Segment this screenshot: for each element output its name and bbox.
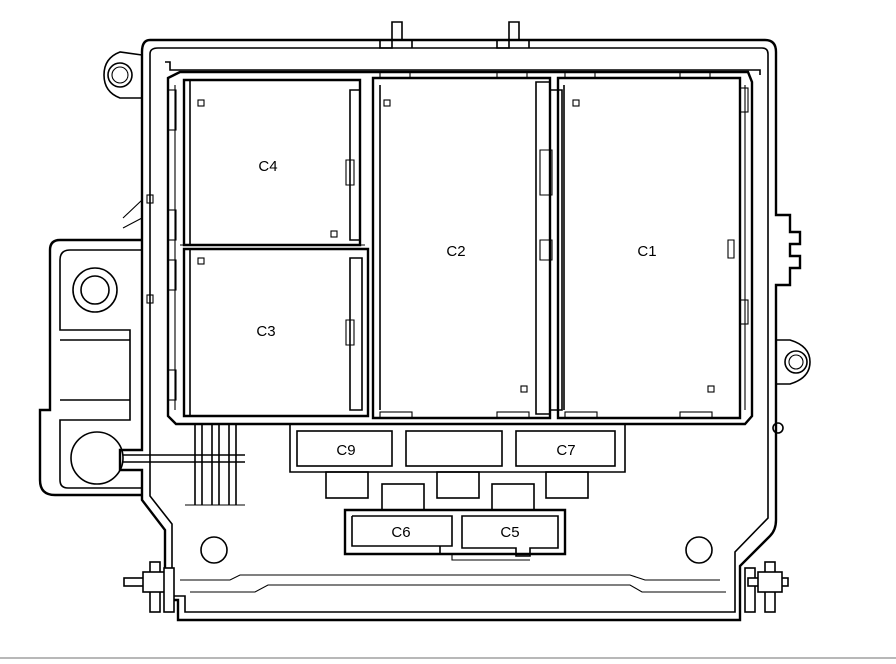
label-c1: C1 bbox=[637, 243, 656, 260]
connector-c3-block bbox=[182, 247, 370, 418]
label-c7: C7 bbox=[556, 442, 575, 459]
mounting-hole-bottom-left bbox=[200, 536, 228, 564]
left-side-bracket bbox=[38, 199, 245, 497]
label-c6: C6 bbox=[391, 524, 410, 541]
inner-tray bbox=[166, 70, 754, 426]
mounting-ear-top-left bbox=[103, 51, 143, 99]
label-c2: C2 bbox=[446, 243, 465, 260]
lower-connector-bank bbox=[289, 424, 626, 511]
small-hole-right bbox=[772, 422, 784, 434]
bolt-bottom-left bbox=[123, 561, 175, 613]
bottom-rule bbox=[0, 657, 896, 659]
label-c5: C5 bbox=[500, 524, 519, 541]
bolt-bottom-right bbox=[744, 561, 789, 613]
wire-tabs bbox=[185, 424, 245, 506]
connector-c2-block bbox=[371, 76, 553, 420]
connector-c4-block bbox=[180, 78, 365, 247]
label-c3: C3 bbox=[256, 323, 275, 340]
connector-c1-block bbox=[550, 76, 742, 420]
tray-edge-details bbox=[167, 71, 749, 401]
frame-clip bbox=[146, 194, 154, 204]
mounting-hole-bottom-right bbox=[685, 536, 713, 564]
top-tabs bbox=[379, 21, 530, 49]
frame-clip bbox=[146, 294, 154, 304]
label-c9: C9 bbox=[336, 442, 355, 459]
mounting-ear-right bbox=[776, 339, 811, 385]
label-c4: C4 bbox=[258, 158, 277, 175]
connector-c6-c5-block bbox=[343, 508, 567, 561]
housing-outline bbox=[118, 38, 802, 622]
